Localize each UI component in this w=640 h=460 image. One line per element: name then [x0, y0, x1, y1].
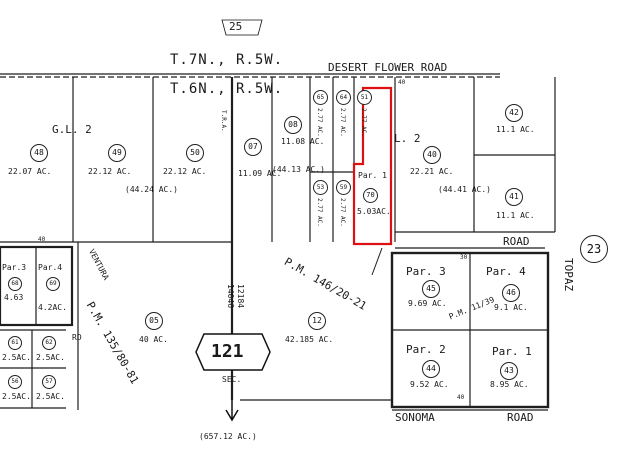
parcel-59-marker: 59	[336, 180, 351, 195]
parcel-49-area: 22.12 AC.	[88, 167, 132, 176]
dim-40-bottom: 40	[457, 394, 465, 401]
left-par4-label: Par.4	[38, 263, 63, 272]
parcel-68-area: 4.63	[4, 293, 24, 302]
right-par3-label: Par. 3	[406, 265, 446, 278]
combined-mid-area: (44.13 AC.)	[272, 165, 325, 174]
dim-30: 30	[460, 254, 468, 261]
section-label: SEC.	[222, 375, 242, 384]
measure-12184: 12184	[236, 284, 245, 309]
sonoma-road-label: SONOMA	[395, 411, 435, 424]
right-par4-label: Par. 4	[486, 265, 526, 278]
ventura-rd-label: RD	[72, 333, 82, 342]
township-north-label: T.7N., R.5W.	[170, 52, 284, 68]
parcel-49-marker: 49	[108, 144, 126, 162]
parcel-62-marker: 62	[42, 336, 56, 350]
combined-right-area: (44.41 AC.)	[438, 185, 491, 194]
parcel-53-area: 2.77 AC.	[316, 198, 323, 227]
parcel-69-area: 4.2AC.	[38, 303, 67, 312]
parcel-69-marker: 69	[46, 277, 60, 291]
parcel-56-area: 2.5AC.	[2, 392, 31, 401]
parcel-51-marker: 51	[357, 90, 372, 105]
parcel-61-marker: 61	[8, 336, 22, 350]
topaz-road-label: TOPAZ	[562, 258, 575, 292]
parcel-05-marker: 05	[145, 312, 163, 330]
parcel-41-marker: 41	[505, 188, 523, 206]
parcel-46-area: 9.1 AC.	[494, 303, 528, 312]
township-south-label: T.6N., R.5W.	[170, 81, 284, 97]
parcel-70-area: 5.03AC.	[357, 207, 391, 216]
highlight-par-label: Par. 1	[358, 171, 387, 180]
parcel-46-marker: 46	[502, 284, 520, 302]
parcel-12-marker: 12	[308, 312, 326, 330]
route-23-marker: 23	[580, 235, 608, 263]
section-25-label: 25	[229, 20, 243, 33]
parcel-68-marker: 68	[8, 277, 22, 291]
parcel-42-marker: 42	[505, 104, 523, 122]
parcel-41-area: 11.1 AC.	[496, 211, 535, 220]
dim-40-top: 40	[398, 79, 406, 86]
parcel-48-marker: 48	[30, 144, 48, 162]
sonoma-road-suffix: ROAD	[507, 411, 534, 424]
parcel-40-marker: 40	[423, 146, 441, 164]
parcel-64-marker: 64	[336, 90, 351, 105]
parcel-65-area: 2.77 AC.	[316, 108, 323, 137]
bottom-acreage-note: (657.12 AC.)	[199, 432, 257, 441]
parcel-43-area: 8.95 AC.	[490, 380, 529, 389]
parcel-05-area: 40 AC.	[139, 335, 168, 344]
parcel-50-marker: 50	[186, 144, 204, 162]
parcel-40-area: 22.21 AC.	[410, 167, 454, 176]
right-par2-label: Par. 2	[406, 343, 446, 356]
parcel-64-area: 2.77 AC.	[339, 108, 346, 137]
combined-left-area: (44.24 AC.)	[125, 185, 178, 194]
parcel-43-marker: 43	[500, 362, 518, 380]
left-par3-label: Par.3	[2, 263, 27, 272]
tra-label: T.R.A.	[220, 110, 227, 132]
road-right-label: ROAD	[503, 235, 530, 248]
gl-left-label: G.L. 2	[52, 123, 92, 136]
parcel-70-marker: 70	[363, 188, 378, 203]
parcel-44-marker: 44	[422, 360, 440, 378]
parcel-59-area: 2.77 AC.	[339, 198, 346, 227]
parcel-57-marker: 57	[42, 375, 56, 389]
parcel-53-marker: 53	[313, 180, 328, 195]
parcel-50-area: 22.12 AC.	[163, 167, 207, 176]
gl-right-label: L. 2	[394, 132, 421, 145]
parcel-56-marker: 56	[8, 375, 22, 389]
parcel-08-area: 11.08 AC.	[281, 137, 325, 146]
parcel-08-marker: 08	[284, 116, 302, 134]
parcel-07-marker: 07	[244, 138, 262, 156]
parcel-51-area: 2.77 AC.	[360, 108, 367, 137]
dim-40-left: 40	[38, 236, 46, 243]
parcel-12-area: 42.185 AC.	[285, 335, 334, 344]
right-par1-label: Par. 1	[492, 345, 532, 358]
parcel-45-marker: 45	[422, 280, 440, 298]
parcel-42-area: 11.1 AC.	[496, 125, 535, 134]
parcel-65-marker: 65	[313, 90, 328, 105]
desert-flower-road-label: DESERT FLOWER ROAD	[328, 61, 448, 74]
parcel-44-area: 9.52 AC.	[410, 380, 449, 389]
parcel-62-area: 2.5AC.	[36, 353, 65, 362]
measure-14046: 14046	[226, 284, 235, 309]
parcel-07-area: 11.09 AC.	[238, 169, 282, 178]
parcel-48-area: 22.07 AC.	[8, 167, 52, 176]
parcel-57-area: 2.5AC.	[36, 392, 65, 401]
parcel-61-area: 2.5AC.	[2, 353, 31, 362]
parcel-45-area: 9.69 AC.	[408, 299, 447, 308]
section-number: 121	[211, 341, 244, 362]
